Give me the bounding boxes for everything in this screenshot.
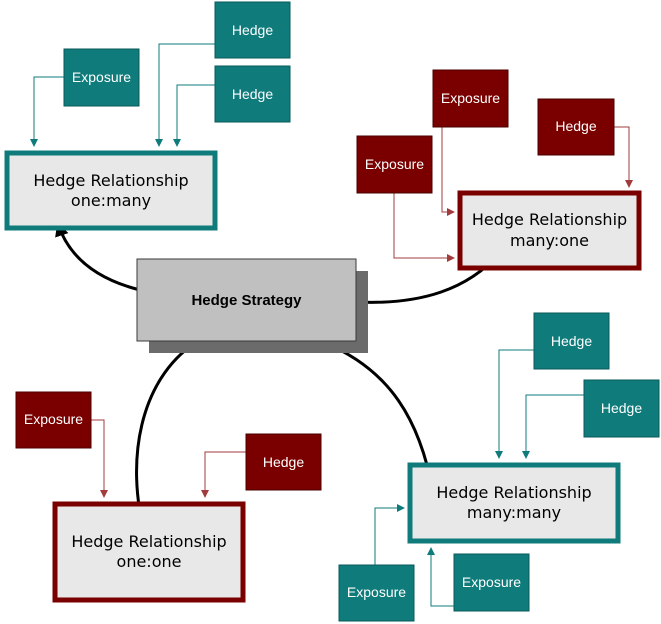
relationship-many-one-title: Hedge Relationship [472, 210, 627, 229]
connector-tr-exposure2 [393, 193, 455, 262]
relationship-many-one-type: many:one [510, 231, 589, 250]
node-br-hedge-1-label: Hedge [551, 333, 592, 349]
relationship-one-many-title: Hedge Relationship [33, 171, 188, 190]
node-br-exposure-1[interactable]: Exposure [338, 564, 415, 622]
strategy-box[interactable]: Hedge Strategy [136, 258, 357, 342]
node-bl-hedge-label: Hedge [263, 454, 304, 470]
relationship-one-many-type: one:many [71, 191, 151, 210]
node-bl-hedge[interactable]: Hedge [245, 433, 322, 491]
relationship-many-many-type: many:many [467, 503, 561, 522]
relationship-one-many[interactable]: Hedge Relationship one:many [4, 150, 218, 231]
strategy-label: Hedge Strategy [191, 292, 302, 309]
node-tr-exposure-2-label: Exposure [365, 156, 424, 172]
connector-tr-hedge [614, 126, 633, 188]
node-tr-exposure-1-label: Exposure [441, 90, 500, 106]
relationship-one-one-title: Hedge Relationship [71, 532, 226, 551]
node-br-exposure-2[interactable]: Exposure [453, 553, 530, 612]
node-br-exposure-1-label: Exposure [347, 584, 406, 600]
connector-tl-exposure [30, 76, 64, 147]
node-tr-exposure-1[interactable]: Exposure [432, 69, 509, 128]
connector-tl-hedge1 [155, 43, 215, 147]
connector-br-exposure1 [374, 504, 405, 565]
node-br-hedge-1[interactable]: Hedge [533, 312, 610, 370]
node-tr-hedge-label: Hedge [555, 118, 596, 134]
node-br-hedge-2-label: Hedge [601, 400, 642, 416]
node-tl-hedge-1[interactable]: Hedge [214, 1, 291, 59]
node-tl-hedge-2[interactable]: Hedge [214, 65, 291, 123]
connector-br-exposure2 [427, 547, 454, 607]
connector-bl-hedge [201, 451, 246, 498]
node-bl-exposure-label: Exposure [24, 411, 83, 427]
relationship-many-many[interactable]: Hedge Relationship many:many [407, 462, 621, 544]
node-tl-exposure-label: Exposure [72, 69, 131, 85]
connector-tr-exposure1 [441, 127, 455, 216]
arrow-to-one-many [55, 222, 141, 292]
connector-br-hedge1 [495, 349, 534, 459]
node-tl-hedge-1-label: Hedge [232, 22, 273, 38]
node-br-hedge-2[interactable]: Hedge [583, 379, 660, 438]
relationship-many-many-title: Hedge Relationship [436, 483, 591, 502]
node-br-exposure-2-label: Exposure [462, 574, 521, 590]
connector-bl-exposure [91, 419, 108, 498]
node-tr-exposure-2[interactable]: Exposure [356, 135, 433, 194]
relationship-one-one[interactable]: Hedge Relationship one:one [52, 501, 246, 603]
node-bl-exposure[interactable]: Exposure [15, 391, 92, 449]
node-tl-exposure[interactable]: Exposure [63, 48, 140, 107]
relationship-one-one-type: one:one [117, 552, 182, 571]
connector-br-hedge2 [522, 394, 584, 459]
relationship-many-one[interactable]: Hedge Relationship many:one [457, 190, 642, 271]
connector-tl-hedge2 [173, 84, 215, 147]
node-tr-hedge[interactable]: Hedge [537, 98, 615, 156]
node-tl-hedge-2-label: Hedge [232, 86, 273, 102]
